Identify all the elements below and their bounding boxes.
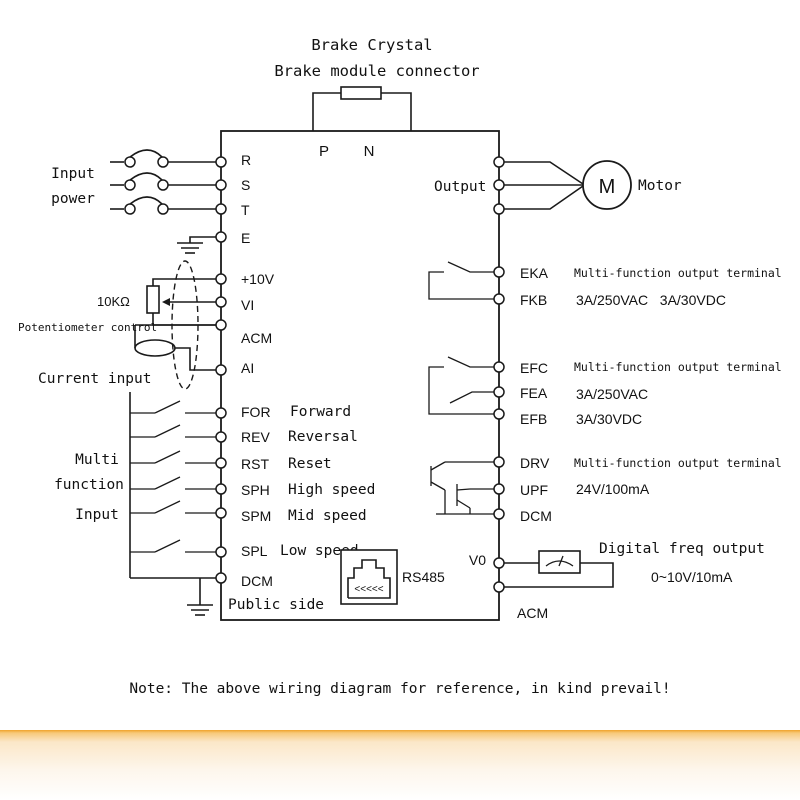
transistor-output-icon <box>430 456 505 520</box>
header-title-1: Brake Crystal <box>311 36 432 54</box>
terminal-node <box>215 507 227 519</box>
terminal-node <box>215 231 227 243</box>
terminal-efc: EFC <box>520 360 548 376</box>
terminal-fkb: FKB <box>520 292 547 308</box>
terminal-node <box>215 457 227 469</box>
terminal-drv: DRV <box>520 455 550 471</box>
terminal-node <box>215 156 227 168</box>
terminal-v0: V0 <box>469 552 486 568</box>
current-input-label: Current input <box>38 371 152 387</box>
terminal-code-10v: +10V <box>241 271 275 287</box>
earth-ground-icon <box>177 236 221 254</box>
terminal-node <box>215 431 227 443</box>
terminal-code-acm: ACM <box>241 330 272 346</box>
terminal-desc-rst: Reset <box>288 456 332 472</box>
terminal-code-spl: SPL <box>241 543 268 559</box>
input-power-label-2: power <box>51 191 95 207</box>
terminal-p: P <box>319 143 329 160</box>
resistor-value-label: 10KΩ <box>97 294 130 309</box>
terminal-node <box>215 483 227 495</box>
output-label: Output <box>434 179 486 195</box>
relay2-title: Multi-function output terminal <box>574 360 782 374</box>
digital-input-switches <box>129 392 221 616</box>
relay2-rating-2: 3A/30VDC <box>576 411 642 427</box>
freq-output-title: Digital freq output <box>599 541 765 557</box>
terminal-node <box>215 296 227 308</box>
reference-note: Note: The above wiring diagram for refer… <box>129 681 671 697</box>
relay-1-contact <box>428 261 505 305</box>
potentiometer-label: Potentiometer control <box>18 321 157 334</box>
terminal-code-sph: SPH <box>241 482 270 498</box>
relay1-title: Multi-function output terminal <box>574 266 782 280</box>
brake-resistor <box>312 86 412 131</box>
public-side-label: Public side <box>228 597 324 613</box>
header-title-2: Brake module connector <box>274 62 479 80</box>
transistor-title: Multi-function output terminal <box>574 456 782 470</box>
terminal-node <box>215 546 227 558</box>
input-power-wiring <box>110 149 221 215</box>
terminal-desc-sph: High speed <box>288 482 375 498</box>
terminal-dcm-right: DCM <box>520 508 552 524</box>
terminal-desc-spl: Low speed <box>280 543 359 559</box>
terminal-node <box>215 572 227 584</box>
freq-output-rating: 0~10V/10mA <box>651 569 733 585</box>
relay-2-contact <box>428 356 505 420</box>
terminal-node <box>215 273 227 285</box>
motor-wiring <box>493 156 632 215</box>
terminal-code-rev: REV <box>241 429 270 445</box>
rs485-port-icon: <<<<< <box>340 549 398 605</box>
motor-icon: M <box>599 176 616 198</box>
frequency-meter-icon <box>493 550 614 593</box>
terminal-node <box>215 364 227 376</box>
terminal-fea: FEA <box>520 385 548 401</box>
svg-text:<<<<<: <<<<< <box>354 584 383 595</box>
terminal-code-t: T <box>241 202 250 218</box>
terminal-code-ai: AI <box>241 360 254 376</box>
relay2-rating-1: 3A/250VAC <box>576 386 648 402</box>
terminal-eka: EKA <box>520 265 549 281</box>
input-power-label-1: Input <box>51 166 95 182</box>
terminal-code-for: FOR <box>241 404 271 420</box>
terminal-code-e: E <box>241 230 250 246</box>
terminal-node <box>215 407 227 419</box>
terminal-desc-rev: Reversal <box>288 429 358 445</box>
transistor-rating: 24V/100mA <box>576 481 650 497</box>
terminal-code-rst: RST <box>241 456 269 472</box>
relay1-rating: 3A/250VAC 3A/30VDC <box>576 292 726 308</box>
terminal-desc-spm: Mid speed <box>288 508 367 524</box>
decorative-band <box>0 730 800 800</box>
terminal-acm-right: ACM <box>517 605 548 621</box>
motor-label: Motor <box>638 178 682 194</box>
terminal-node <box>215 203 227 215</box>
multi-label-1: Multi <box>75 452 119 468</box>
rs485-label: RS485 <box>402 569 445 585</box>
terminal-efb: EFB <box>520 411 547 427</box>
terminal-n: N <box>364 143 375 160</box>
analog-wiring <box>134 260 221 390</box>
terminal-upf: UPF <box>520 482 548 498</box>
terminal-code-spm: SPM <box>241 508 271 524</box>
terminal-code-s: S <box>241 177 250 193</box>
terminal-node <box>215 179 227 191</box>
terminal-desc-for: Forward <box>290 404 351 420</box>
terminal-code-r: R <box>241 152 251 168</box>
terminal-node <box>215 319 227 331</box>
multi-label-2: function <box>54 477 124 493</box>
terminal-code-dcm: DCM <box>241 573 273 589</box>
multi-label-3: Input <box>75 507 119 523</box>
terminal-code-vi: VI <box>241 297 254 313</box>
